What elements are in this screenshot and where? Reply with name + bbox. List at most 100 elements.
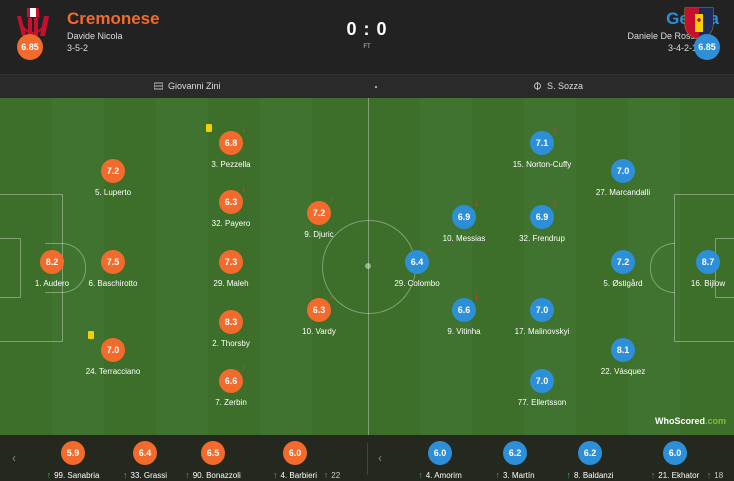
sub-rating: 6.2 bbox=[503, 441, 527, 465]
sub-label: 8. Baldanzi bbox=[573, 471, 614, 480]
player-name: 10. Messias bbox=[442, 234, 486, 243]
player-rating: 6.3 bbox=[307, 298, 331, 322]
player-name: 29. Colombo bbox=[394, 279, 440, 288]
home-player[interactable]: 6.6 7. Zerbin ↓ bbox=[186, 363, 276, 409]
player-rating: 6.9 bbox=[530, 205, 554, 229]
sub-player-cut[interactable]: ↑22 bbox=[315, 435, 355, 481]
player-rating: 8.1 bbox=[611, 338, 635, 362]
sub-name: ↑4. Barbieri bbox=[250, 470, 340, 480]
sub-label: 33. Grassi bbox=[130, 471, 167, 480]
officials-bar: Giovanni Zini S. Sozza bbox=[0, 74, 734, 99]
player-name: 29. Maleh bbox=[213, 279, 249, 288]
sub-name: ↑8. Baldanzi bbox=[545, 470, 635, 480]
sub-in-arrow-icon: ↑ bbox=[495, 470, 500, 480]
player-name: 5. Østigård bbox=[603, 279, 643, 288]
away-player[interactable]: 8.7 16. Bijlow bbox=[663, 250, 734, 290]
player-rating: 6.9 bbox=[452, 205, 476, 229]
home-goal-area bbox=[0, 238, 21, 298]
home-sub-player[interactable]: 6.4 ↑33. Grassi bbox=[100, 435, 190, 481]
away-sub-player[interactable]: 6.0↑4. Amorim bbox=[395, 435, 485, 481]
player-rating: 7.2 bbox=[611, 250, 635, 274]
sub-label: 90. Bonazzoli bbox=[192, 471, 241, 480]
sub-off-arrow-icon: ↓ bbox=[474, 291, 479, 302]
home-sub-player[interactable]: 5.9 ↑99. Sanabria bbox=[28, 435, 118, 481]
player-rating: 7.5 bbox=[101, 250, 125, 274]
sub-in-arrow-icon: ↑ bbox=[46, 470, 52, 480]
home-coach-name: Davide Nicola bbox=[67, 31, 123, 41]
player-name: 10. Vardy bbox=[302, 327, 336, 336]
player-name: 16. Bijlow bbox=[690, 279, 726, 288]
sub-rating: 5.9 bbox=[61, 441, 85, 465]
player-rating: 6.6 bbox=[452, 298, 476, 322]
player-rating: 7.0 bbox=[101, 338, 125, 362]
away-sub-player[interactable]: 6.0↑21. Ekhator bbox=[630, 435, 720, 481]
sub-name: ↑3. Martín bbox=[470, 470, 560, 480]
player-name: 5. Luperto bbox=[94, 188, 132, 197]
away-player[interactable]: 7.2 5. Østigård bbox=[578, 250, 668, 290]
subs-prev-button[interactable]: ‹ bbox=[12, 451, 16, 465]
subs-prev-button[interactable]: ‹ bbox=[378, 451, 382, 465]
officials-separator bbox=[375, 86, 377, 88]
sub-off-arrow-icon: ↓ bbox=[552, 124, 557, 135]
sub-in-arrow-icon: ↑ bbox=[323, 470, 329, 480]
home-sub-player[interactable]: 6.5↑90. Bonazzoli bbox=[168, 435, 258, 481]
home-player[interactable]: 6.3 10. Vardy ↓ bbox=[274, 292, 364, 338]
sub-in-arrow-icon: ↑ bbox=[566, 470, 571, 480]
sub-label: 4. Amorim bbox=[425, 471, 462, 480]
yellow-card-icon bbox=[206, 124, 212, 132]
player-name: 7. Zerbin bbox=[215, 398, 247, 407]
player-rating: 7.0 bbox=[530, 298, 554, 322]
genoa-crest-icon bbox=[684, 7, 714, 40]
player-rating: 6.8 bbox=[219, 131, 243, 155]
sub-off-arrow-icon: ↓ bbox=[474, 198, 479, 209]
player-name: 27. Marcandalli bbox=[595, 188, 651, 197]
away-player[interactable]: 6.6 9. Vitinha ↓ bbox=[419, 292, 509, 338]
player-name: 9. Vitinha bbox=[447, 327, 481, 336]
sub-off-arrow-icon: ↓ bbox=[329, 291, 334, 302]
player-name: 22. Vásquez bbox=[600, 367, 646, 376]
home-team-name[interactable]: Cremonese bbox=[67, 9, 160, 28]
player-rating: 8.7 bbox=[696, 250, 720, 274]
sub-player-cut[interactable]: ↑18 bbox=[700, 435, 734, 481]
sub-in-arrow-icon: ↑ bbox=[123, 470, 128, 480]
match-header: Cremonese Davide Nicola 3-5-2 6.85 0 : 0… bbox=[0, 0, 734, 74]
away-player[interactable]: 8.1 22. Vásquez bbox=[578, 338, 668, 378]
match-status: FT bbox=[363, 44, 371, 50]
sub-off-arrow-icon: ↓ bbox=[241, 362, 246, 373]
pitch-stripe bbox=[156, 98, 208, 435]
home-player[interactable]: 7.2 5. Luperto bbox=[68, 159, 158, 199]
home-penalty-box bbox=[0, 194, 63, 342]
away-formation: 3-4-2-1 bbox=[667, 43, 697, 53]
away-sub-player[interactable]: 6.2↑8. Baldanzi bbox=[545, 435, 635, 481]
away-sub-player[interactable]: 6.2↑3. Martín bbox=[470, 435, 560, 481]
sub-label: 99. Sanabria bbox=[54, 471, 100, 480]
away-player[interactable]: 6.9 10. Messias ↓ bbox=[419, 199, 509, 245]
sub-in-arrow-icon: ↑ bbox=[650, 470, 656, 480]
sub-name: ↑99. Sanabria bbox=[28, 470, 118, 480]
pitch-stripe bbox=[260, 98, 312, 435]
home-sub-player[interactable]: 6.0↑4. Barbieri bbox=[250, 435, 340, 481]
sub-in-arrow-icon: ↑ bbox=[273, 470, 278, 480]
sub-off-arrow-icon: ↓ bbox=[552, 198, 557, 209]
referee: Giovanni Zini bbox=[154, 81, 221, 91]
sub-rating: 6.4 bbox=[133, 441, 157, 465]
player-rating: 7.2 bbox=[101, 159, 125, 183]
player-rating: 6.6 bbox=[219, 369, 243, 393]
sub-in-arrow-icon: ↑ bbox=[706, 470, 712, 480]
sub-label: 3. Martín bbox=[502, 471, 535, 480]
